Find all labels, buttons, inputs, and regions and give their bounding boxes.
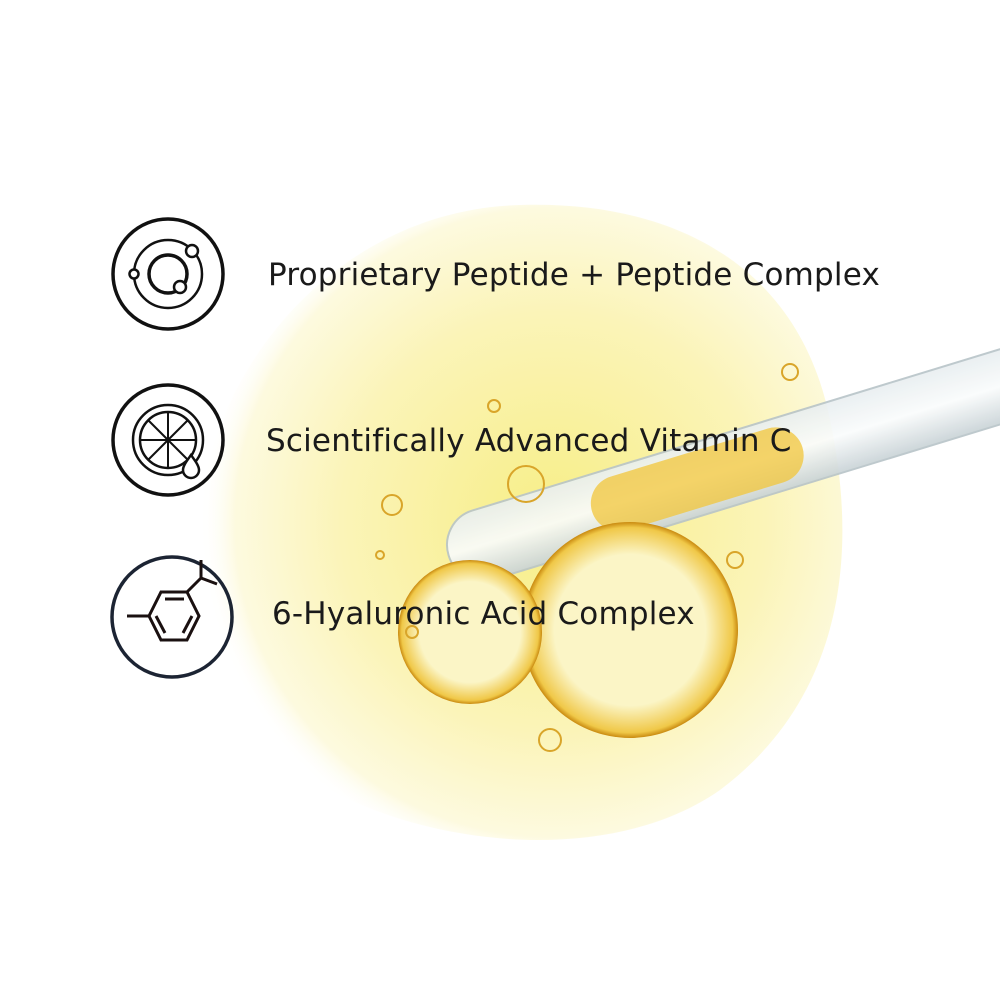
feature-label-peptide: Proprietary Peptide + Peptide Complex — [268, 257, 881, 293]
large-bubble — [522, 522, 738, 738]
citrus-drop-icon — [110, 382, 226, 502]
molecule-icon — [109, 554, 235, 684]
medium-bubble — [398, 560, 542, 704]
pipette — [446, 341, 1000, 582]
atom-icon — [110, 216, 226, 336]
feature-label-vitamin-c: Scientifically Advanced Vitamin C — [266, 423, 792, 459]
small-bubbles — [375, 363, 799, 752]
feature-label-hyaluronic: 6-Hyaluronic Acid Complex — [272, 596, 695, 632]
